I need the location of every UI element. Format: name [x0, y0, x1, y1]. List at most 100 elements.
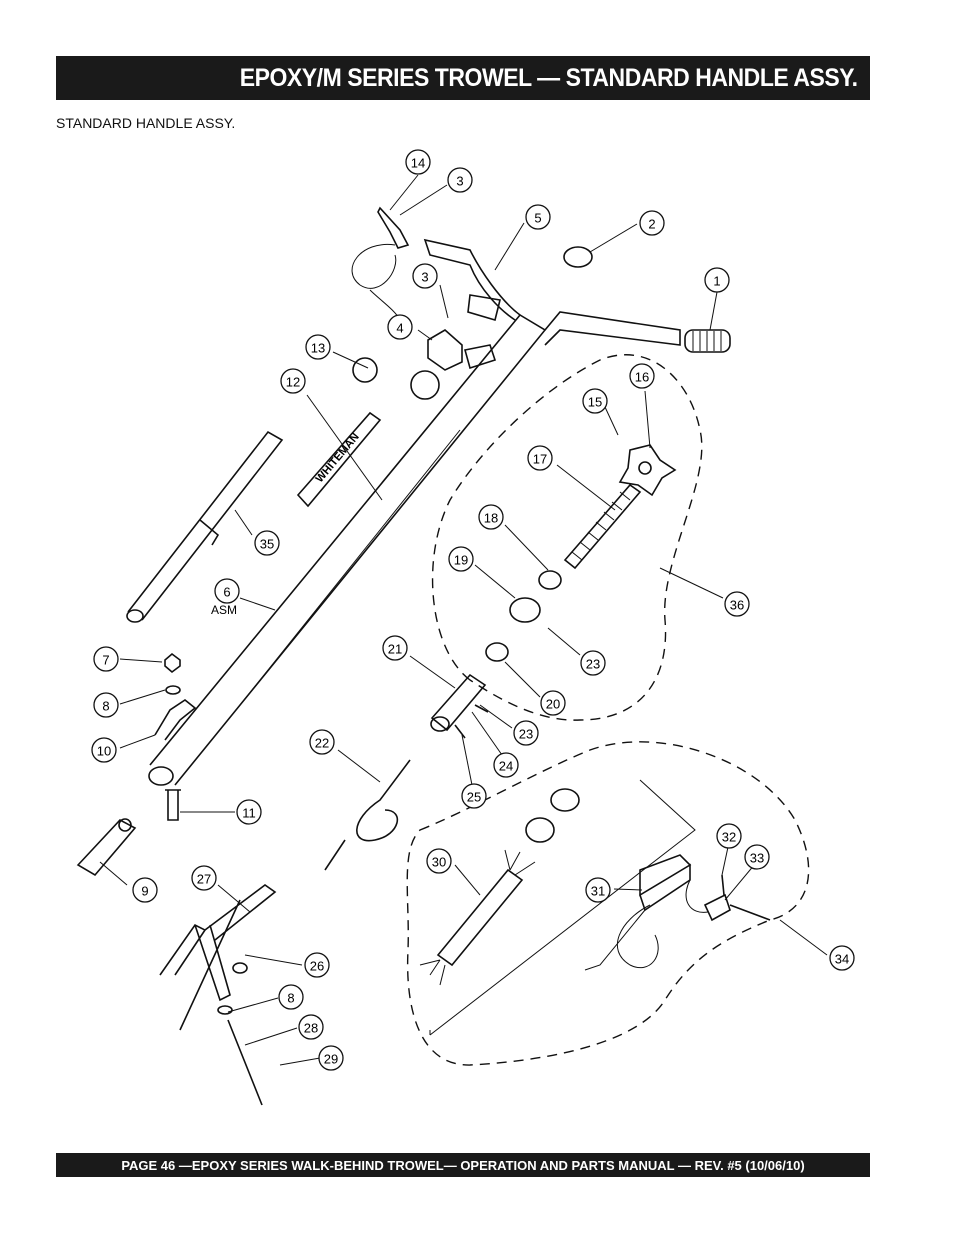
- callout-label-10: 10: [97, 744, 111, 759]
- tube-35: [127, 430, 284, 621]
- callout-label-19: 19: [454, 553, 468, 568]
- callout-bubble-10: [91, 737, 117, 763]
- callout-bubble-5: [525, 204, 551, 230]
- tube-35-clip: [199, 519, 220, 546]
- callout-bubble-27: [191, 865, 217, 891]
- connector-housing-b: [525, 817, 555, 843]
- callout-bubble-3: [412, 263, 438, 289]
- callout-label-27: 27: [197, 872, 211, 887]
- subassembly-34-boundary: [406, 741, 810, 1066]
- switch-33: [703, 893, 771, 922]
- callout-label-13: 13: [311, 341, 325, 356]
- bracket-4: [427, 329, 497, 371]
- callout-label-22: 22: [315, 736, 329, 751]
- lower-bracket-27: [159, 884, 277, 1031]
- callout-label-8: 8: [102, 699, 109, 714]
- callout-bubble-12: [280, 368, 306, 394]
- main-handle-tube-end: [148, 766, 174, 786]
- callout-label-21: 21: [388, 642, 402, 657]
- callout-bubble-14: [405, 149, 431, 175]
- bolt-11: [165, 789, 181, 821]
- callout-label-8: 8: [287, 991, 294, 1006]
- washer-20: [485, 642, 509, 662]
- leader-lines: [99, 174, 828, 1066]
- callout-label-35: 35: [260, 537, 274, 552]
- upper-y-handle: [423, 238, 681, 346]
- switch-box-cable: [584, 904, 659, 971]
- callout-bubble-30: [426, 848, 452, 874]
- callout-label-18: 18: [484, 511, 498, 526]
- callout-label-24: 24: [499, 759, 513, 774]
- page-footer: PAGE 46 —EPOXY SERIES WALK-BEHIND TROWEL…: [121, 1157, 805, 1173]
- subassembly-36-boundary: [431, 354, 703, 721]
- link-9-hole: [118, 818, 132, 832]
- callout-bubble-13: [305, 334, 331, 360]
- rod-28: [227, 1019, 263, 1106]
- throttle-lever-14: [377, 206, 410, 249]
- section-subtitle: STANDARD HANDLE ASSY.: [56, 115, 236, 131]
- callout-label-32: 32: [722, 830, 736, 845]
- screw-24: [474, 704, 489, 713]
- callout-label-29: 29: [324, 1052, 338, 1067]
- callout-bubble-21: [382, 635, 408, 661]
- screw-32: [721, 874, 725, 896]
- callout-bubble-6: [214, 578, 240, 604]
- cylinder-21: [430, 673, 487, 732]
- page-title-bar: EPOXY/M SERIES TROWEL — STANDARD HANDLE …: [56, 56, 870, 100]
- nut-7: [164, 652, 181, 674]
- threaded-rod-ridges: [571, 491, 631, 561]
- callout-label-34: 34: [835, 952, 849, 967]
- asm-note: ASM: [211, 603, 237, 617]
- callout-label-1: 1: [713, 274, 720, 289]
- switch-box-31: [639, 854, 692, 912]
- decal-12: WHITEMAN: [296, 411, 382, 508]
- grip-1: [684, 329, 731, 353]
- callout-bubble-28: [298, 1014, 324, 1040]
- callout-bubble-18: [478, 504, 504, 530]
- star-knob-16: [618, 444, 677, 497]
- callout-label-7: 7: [102, 653, 109, 668]
- callout-bubble-35: [254, 530, 280, 556]
- callout-bubble-29: [318, 1045, 344, 1071]
- callout-bubble-20: [540, 690, 566, 716]
- decal-plate-5: [467, 294, 501, 322]
- callout-bubble-34: [829, 945, 855, 971]
- callout-label-3: 3: [456, 174, 463, 189]
- switch-33-wire: [685, 879, 709, 913]
- callout-label-16: 16: [635, 370, 649, 385]
- main-handle-tube: [149, 313, 547, 786]
- callout-bubble-24: [493, 752, 519, 778]
- callout-bubble-9: [132, 877, 158, 903]
- callout-bubble-15: [582, 388, 608, 414]
- callout-label-20: 20: [546, 697, 560, 712]
- subassembly-34-bracket: [429, 779, 696, 1036]
- callout-label-31: 31: [591, 884, 605, 899]
- callout-bubble-32: [716, 823, 742, 849]
- callout-bubble-11: [236, 799, 262, 825]
- callout-bubble-2: [639, 210, 665, 236]
- bushing-18: [538, 570, 562, 590]
- nut-26: [232, 962, 248, 974]
- callout-label-25: 25: [467, 790, 481, 805]
- washer-8-lower: [217, 1005, 233, 1015]
- link-9: [76, 819, 137, 877]
- callout-label-5: 5: [534, 211, 541, 226]
- callout-label-33: 33: [750, 851, 764, 866]
- callout-label-2: 2: [648, 217, 655, 232]
- pin-25: [454, 724, 466, 739]
- callout-label-11: 11: [242, 806, 256, 821]
- callout-bubble-1: [704, 267, 730, 293]
- callout-bubble-8: [93, 692, 119, 718]
- cylinder-21-end: [430, 716, 450, 732]
- callout-label-3: 3: [421, 270, 428, 285]
- callout-label-6: 6: [223, 585, 230, 600]
- star-knob-hole: [638, 461, 652, 475]
- callout-label-4: 4: [396, 321, 403, 336]
- decal-13-round: [352, 357, 378, 383]
- grip-ridges: [692, 331, 722, 351]
- callout-bubble-26: [304, 952, 330, 978]
- callout-label-28: 28: [304, 1021, 318, 1036]
- callout-bubble-17: [527, 445, 553, 471]
